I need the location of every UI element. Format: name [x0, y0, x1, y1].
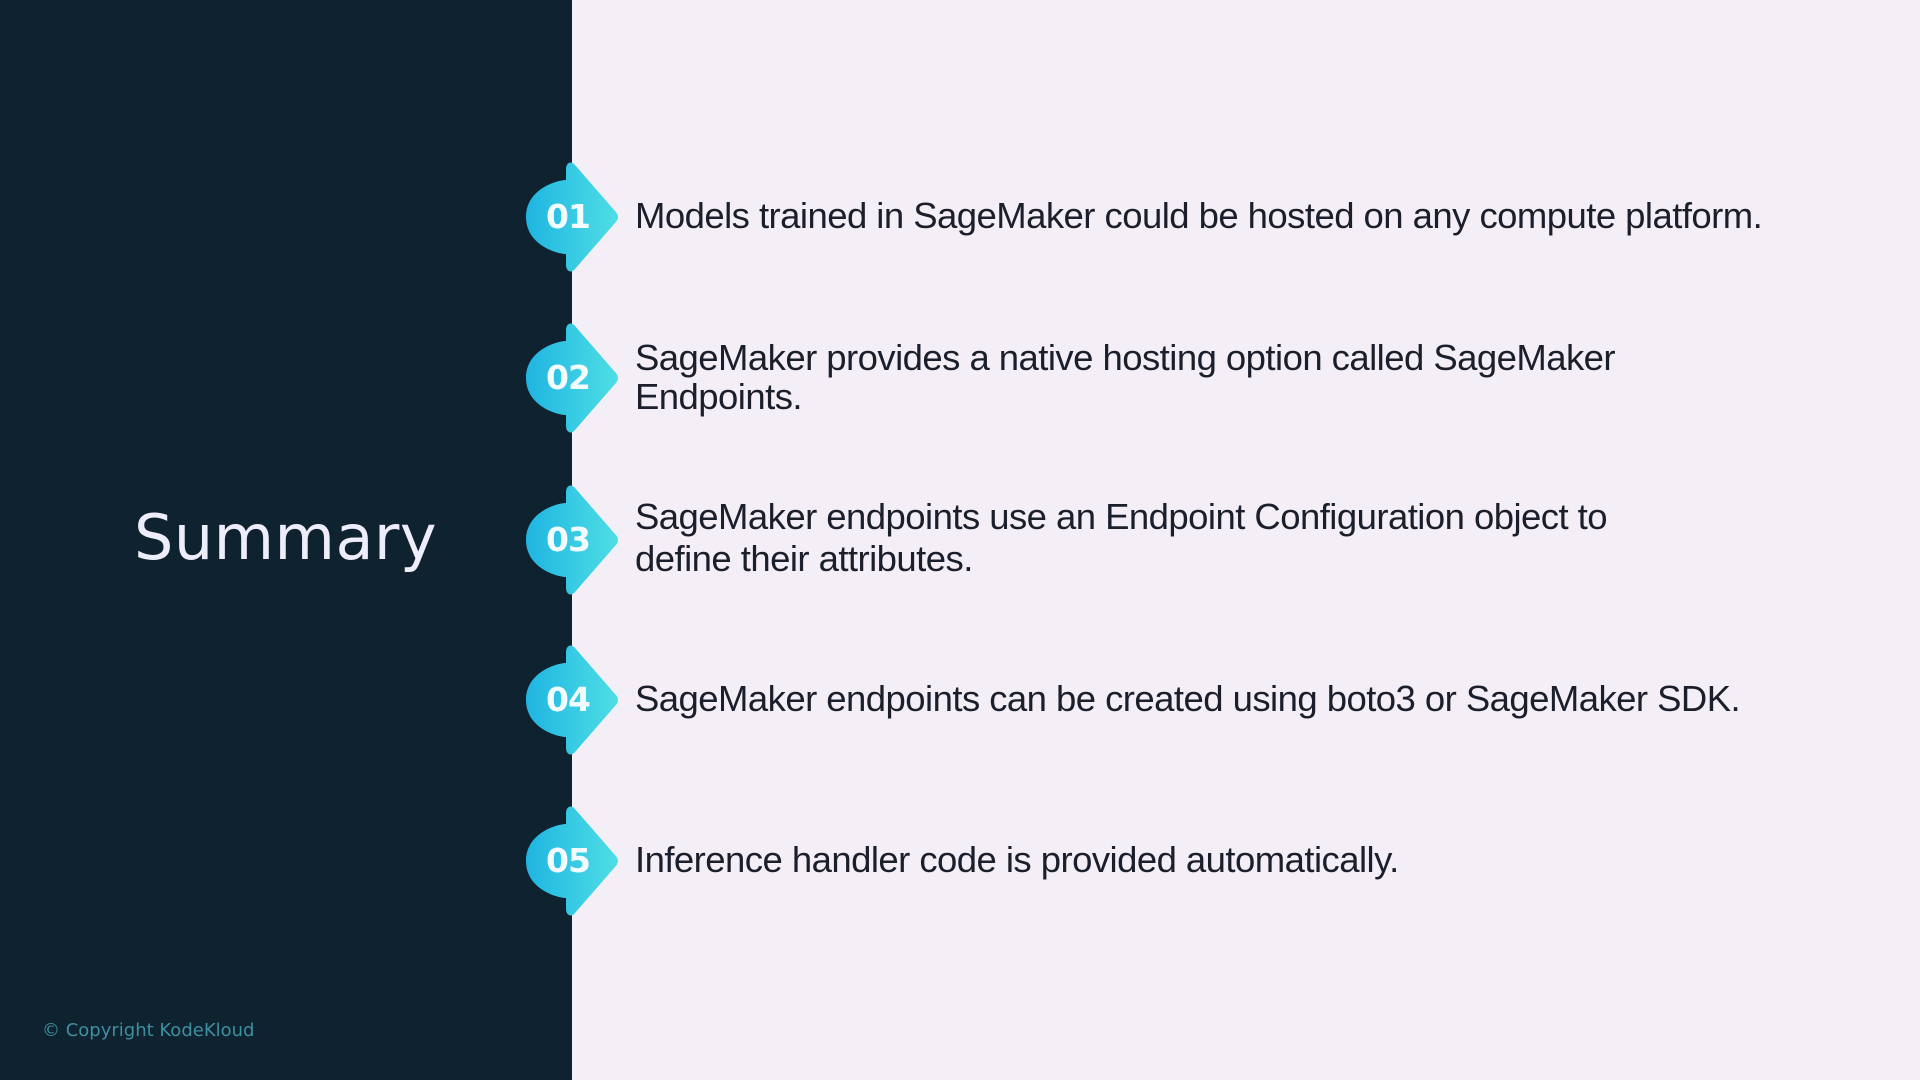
summary-text-line: define their attributes.: [635, 538, 973, 579]
number-badge: 02: [526, 322, 624, 434]
summary-item-1: 01 Models trained in SageMaker could be …: [526, 161, 1906, 273]
summary-item-4: 04 SageMaker endpoints can be created us…: [526, 644, 1906, 756]
number-badge: 01: [526, 161, 624, 273]
summary-text-line: Endpoints.: [635, 376, 803, 417]
badge-number: 01: [546, 197, 591, 236]
summary-item-3: 03 SageMaker endpoints use an Endpoint C…: [526, 484, 1906, 596]
badge-arrow-icon: [526, 162, 618, 272]
summary-text-line: SageMaker provides a native hosting opti…: [635, 337, 1616, 378]
number-badge: 05: [526, 805, 624, 917]
copyright-notice: © Copyright KodeKloud: [42, 1020, 255, 1041]
summary-text-line: Inference handler code is provided autom…: [635, 839, 1399, 880]
number-badge: 03: [526, 484, 624, 596]
slide-title: Summary: [134, 501, 438, 574]
left-panel: Summary © Copyright KodeKloud: [0, 0, 572, 1080]
summary-text-line: SageMaker endpoints can be created using…: [635, 678, 1741, 719]
summary-text: Inference handler code is provided autom…: [635, 838, 1399, 882]
summary-item-2: 02 SageMaker provides a native hosting o…: [526, 322, 1906, 434]
summary-text: SageMaker endpoints use an Endpoint Conf…: [635, 496, 1608, 580]
badge-number: 05: [546, 841, 591, 880]
badge-arrow-icon: [526, 485, 618, 595]
summary-text-line: SageMaker endpoints use an Endpoint Conf…: [635, 496, 1608, 537]
number-badge: 04: [526, 644, 624, 756]
badge-arrow-icon: [526, 645, 618, 755]
badge-arrow-icon: [526, 323, 618, 433]
badge-number: 04: [546, 680, 591, 719]
badge-number: 03: [546, 520, 591, 559]
summary-text: SageMaker provides a native hosting opti…: [635, 337, 1616, 417]
summary-item-5: 05 Inference handler code is provided au…: [526, 805, 1906, 917]
summary-text: Models trained in SageMaker could be hos…: [635, 194, 1763, 238]
badge-number: 02: [546, 358, 591, 397]
summary-text: SageMaker endpoints can be created using…: [635, 677, 1741, 721]
badge-arrow-icon: [526, 806, 618, 916]
summary-text-line: Models trained in SageMaker could be hos…: [635, 195, 1763, 236]
